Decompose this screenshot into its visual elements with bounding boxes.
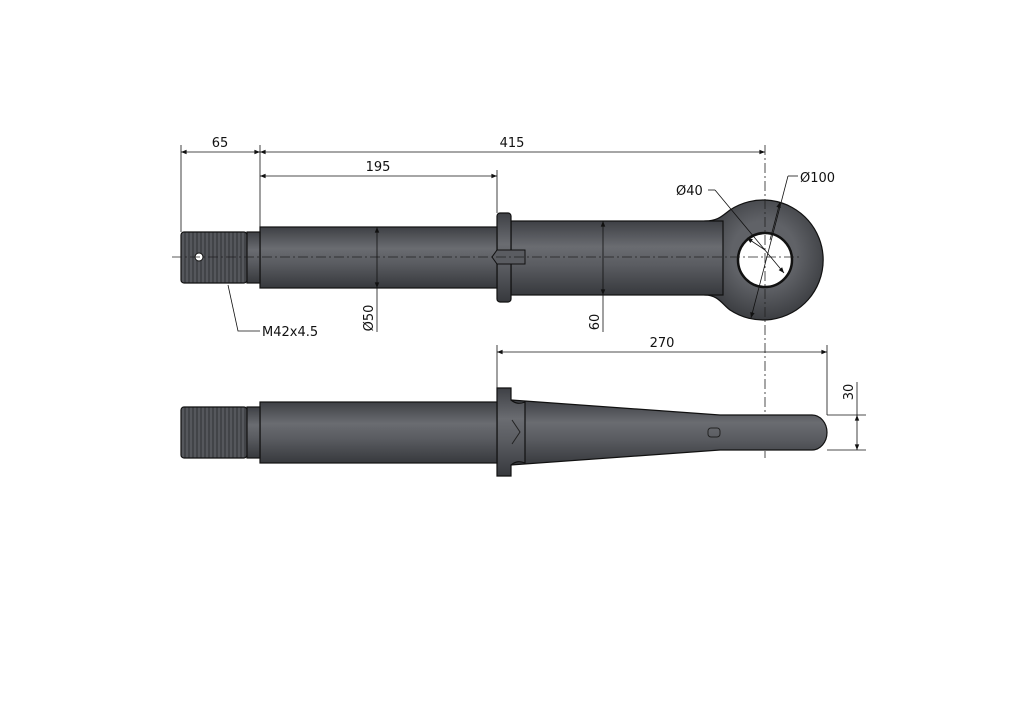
dim-hole-diameter: Ø40 [676,184,703,199]
shaft-side [259,401,498,464]
keyway [491,249,526,265]
dim-eye-diameter: Ø100 [800,171,835,186]
side-view: 270 30 [180,336,866,477]
dim-overall-length: 415 [500,136,525,151]
keyway-side [511,419,521,445]
top-view: 65 415 195 Ø50 60 Ø40 Ø100 M42x4.5 [172,136,835,458]
dim-eye-length: 270 [650,336,675,351]
thread-spec-label: M42x4.5 [262,325,318,340]
thread [180,231,248,284]
thread-runout-side [246,406,261,459]
tapered-body [510,399,828,466]
dim-shaft-length: 195 [366,160,391,175]
dim-thread-length: 65 [212,136,229,151]
dim-body-height: 60 [588,314,603,331]
collar-side [496,387,526,477]
thread-side [180,406,248,459]
dim-shaft-diameter: Ø50 [362,305,377,332]
thread-runout [246,231,261,284]
slot-mark [707,427,721,438]
dim-eye-thickness: 30 [842,384,857,401]
eye-shaft [510,220,724,296]
shaft [259,226,498,289]
